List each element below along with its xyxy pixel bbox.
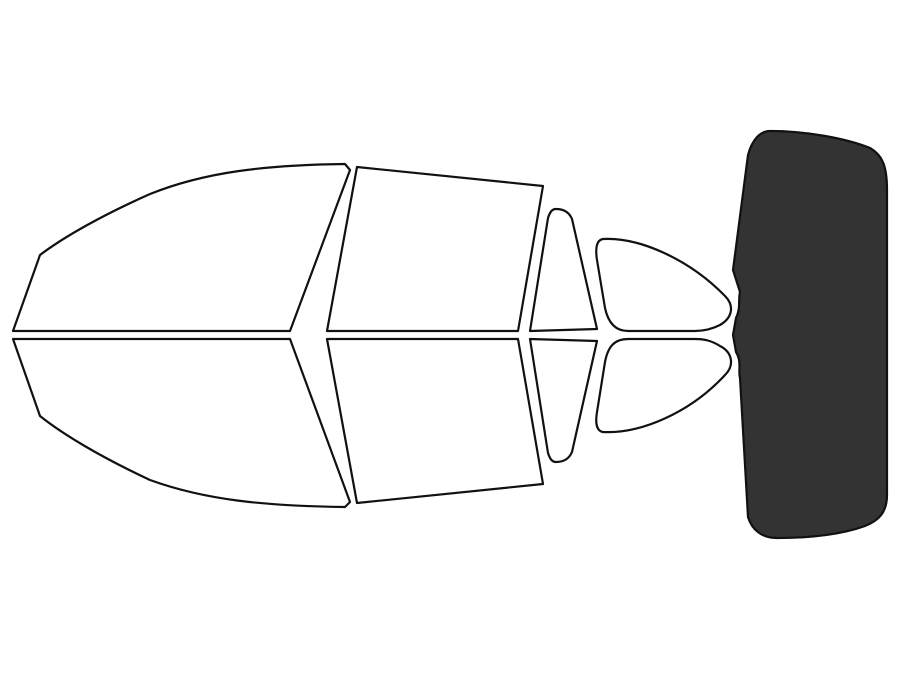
front-windshield-lower-half[interactable]: [11, 337, 352, 509]
front-door-window-lower[interactable]: [325, 337, 545, 505]
quarter-window-lower[interactable]: [595, 337, 733, 434]
front-door-window-upper[interactable]: [325, 165, 545, 333]
rear-door-window-upper[interactable]: [528, 207, 599, 333]
quarter-window-upper[interactable]: [595, 237, 733, 333]
rear-windshield[interactable]: [731, 129, 889, 540]
front-windshield-upper-half[interactable]: [11, 162, 352, 333]
rear-door-window-lower[interactable]: [528, 337, 599, 464]
